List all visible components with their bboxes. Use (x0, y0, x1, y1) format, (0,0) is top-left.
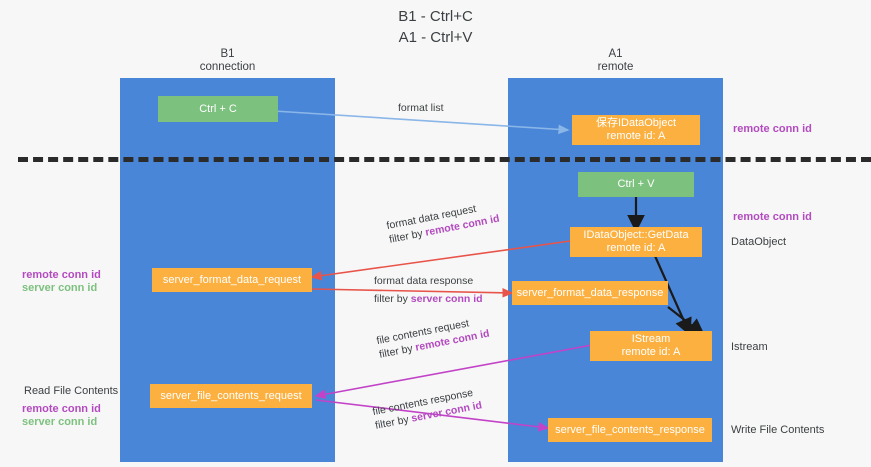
node-server-format-data-response-label: server_format_data_response (516, 286, 664, 299)
node-idataobject-getdata-label: IDataObject::GetData (583, 229, 689, 241)
title-line-2: A1 - Ctrl+V (398, 29, 473, 46)
edge-label-format-data-response-line2: filter by server conn id (374, 292, 483, 306)
node-save-idataobject[interactable]: 保存IDataObject remote id: A (572, 115, 700, 145)
node-server-format-data-response[interactable]: server_format_data_response (512, 281, 668, 305)
column-header-b1: B1 connection (120, 48, 335, 74)
annotation-remote-conn-id-mid: remote conn id (733, 211, 812, 223)
node-idataobject-getdata[interactable]: IDataObject::GetData remote id: A (570, 227, 702, 257)
annotation-remote-conn-id-top: remote conn id (733, 123, 812, 135)
node-istream[interactable]: IStream remote id: A (590, 331, 712, 361)
node-ctrl-v[interactable]: Ctrl + V (578, 172, 694, 197)
annotation-write-file-contents: Write File Contents (731, 424, 825, 436)
node-ctrl-c[interactable]: Ctrl + C (158, 96, 278, 122)
node-istream-sub: remote id: A (621, 346, 681, 358)
annotation-read-file-contents: Read File Contents (24, 385, 119, 397)
column-header-b1-role: connection (199, 61, 256, 73)
annotation-dataobject: DataObject (731, 236, 787, 248)
page-title: B1 - Ctrl+C A1 - Ctrl+V (0, 6, 871, 48)
edge-label-format-data-response-line1: format data response (374, 275, 474, 287)
node-save-idataobject-label: 保存IDataObject (595, 117, 677, 129)
node-save-idataobject-sub: remote id: A (606, 130, 666, 142)
node-server-format-data-request-label: server_format_data_request (162, 273, 302, 286)
node-server-file-contents-request[interactable]: server_file_contents_request (150, 384, 312, 408)
filter-by-text: filter by (374, 293, 411, 305)
annotation-left-server-conn-id-2: server conn id (22, 416, 98, 428)
annotation-left-remote-conn-id-2: remote conn id (22, 403, 101, 415)
node-istream-label: IStream (631, 333, 671, 345)
column-header-a1: A1 remote (508, 48, 723, 74)
node-idataobject-getdata-sub: remote id: A (606, 242, 666, 254)
edge-label-file-contents-response: file contents response filter by server … (371, 385, 484, 433)
annotation-istream: Istream (731, 341, 768, 353)
edge-label-format-list: format list (398, 101, 444, 115)
server-conn-id-highlight: server conn id (410, 293, 483, 305)
phase-divider (18, 157, 871, 162)
node-server-file-contents-request-label: server_file_contents_request (160, 389, 302, 402)
node-ctrl-v-label: Ctrl + V (617, 178, 655, 190)
edge-label-file-contents-request: file contents request filter by remote c… (375, 313, 491, 362)
node-server-file-contents-response[interactable]: server_file_contents_response (548, 418, 712, 442)
edge-label-format-data-response: format data response filter by server co… (374, 274, 483, 306)
edge-label-format-list-line1: format list (398, 102, 444, 114)
column-header-a1-name: A1 (608, 48, 623, 60)
annotation-left-server-conn-id-1: server conn id (22, 282, 98, 294)
column-header-a1-role: remote (597, 61, 634, 73)
node-server-file-contents-response-label: server_file_contents_response (555, 423, 705, 436)
node-server-format-data-request[interactable]: server_format_data_request (152, 268, 312, 292)
column-header-b1-name: B1 (220, 48, 235, 60)
title-line-1: B1 - Ctrl+C (398, 8, 473, 25)
node-ctrl-c-label: Ctrl + C (199, 102, 237, 115)
edge-label-format-data-request: format data request filter by remote con… (385, 198, 501, 247)
annotation-left-remote-conn-id-1: remote conn id (22, 269, 101, 281)
